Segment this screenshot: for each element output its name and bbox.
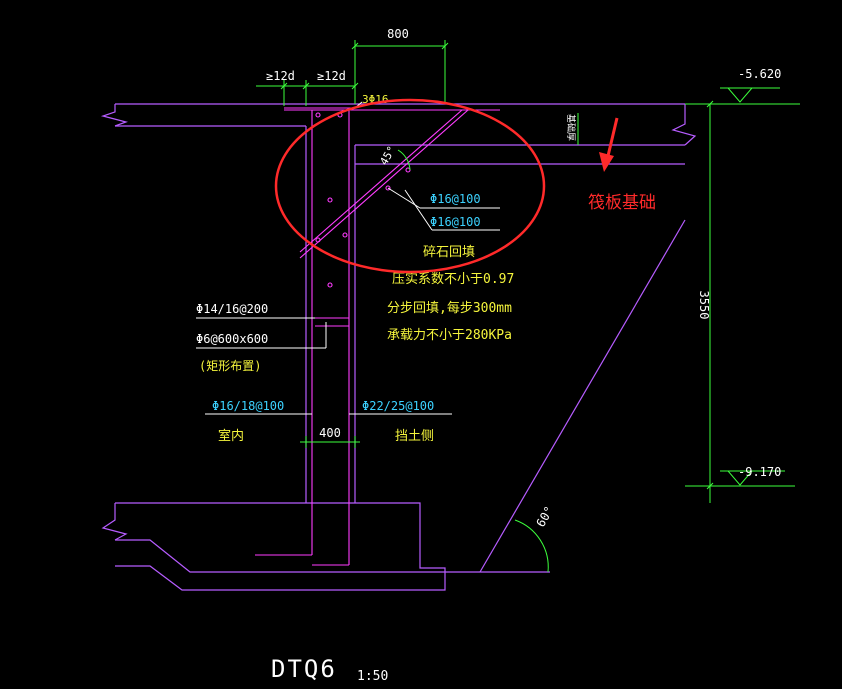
- raft-thickness-label: 基础厚: [565, 114, 577, 141]
- dim-top-width: 800: [387, 27, 409, 41]
- dimension-lines: [256, 40, 800, 573]
- fill-title: 碎石回填: [423, 245, 475, 260]
- structure-outline: [100, 103, 697, 591]
- fill-note-3: 承载力不小于280KPa: [387, 328, 512, 343]
- diagonal-bar-label-1: Φ16@100: [430, 192, 481, 206]
- dim-anchor-left: ≥12d: [266, 69, 295, 83]
- inner-side-label: 室内: [218, 428, 244, 444]
- dim-slope-angle: 60°: [533, 504, 556, 530]
- elevation-top: -5.620: [738, 67, 781, 81]
- inner-bars-label: Φ16/18@100: [212, 399, 284, 413]
- horizontal-bars-label: Φ14/16@200: [196, 302, 268, 316]
- highlight-ellipse: [274, 98, 546, 274]
- annotation-label: 筏板基础: [588, 193, 656, 213]
- outer-bars-label: Φ22/25@100: [362, 399, 434, 413]
- rebar: [255, 107, 500, 566]
- drawing-scale: 1:50: [357, 669, 388, 684]
- dim-anchor-right: ≥12d: [317, 69, 346, 83]
- dim-wall-thickness: 400: [319, 426, 341, 440]
- outer-side-label: 挡土侧: [395, 429, 434, 444]
- fill-note-2: 分步回填,每步300mm: [387, 300, 512, 316]
- elevation-bottom: -9.170: [738, 465, 781, 479]
- diagonal-bar-label-2: Φ16@100: [430, 215, 481, 229]
- drawing-title: DTQ6: [271, 655, 337, 683]
- tie-note: (矩形布置): [199, 359, 261, 373]
- dim-height: 3550: [697, 291, 711, 320]
- annotation-arrow-icon: [599, 117, 619, 172]
- tie-bars-label: Φ6@600x600: [196, 332, 268, 346]
- fill-note-1: 压实系数不小于0.97: [392, 272, 514, 287]
